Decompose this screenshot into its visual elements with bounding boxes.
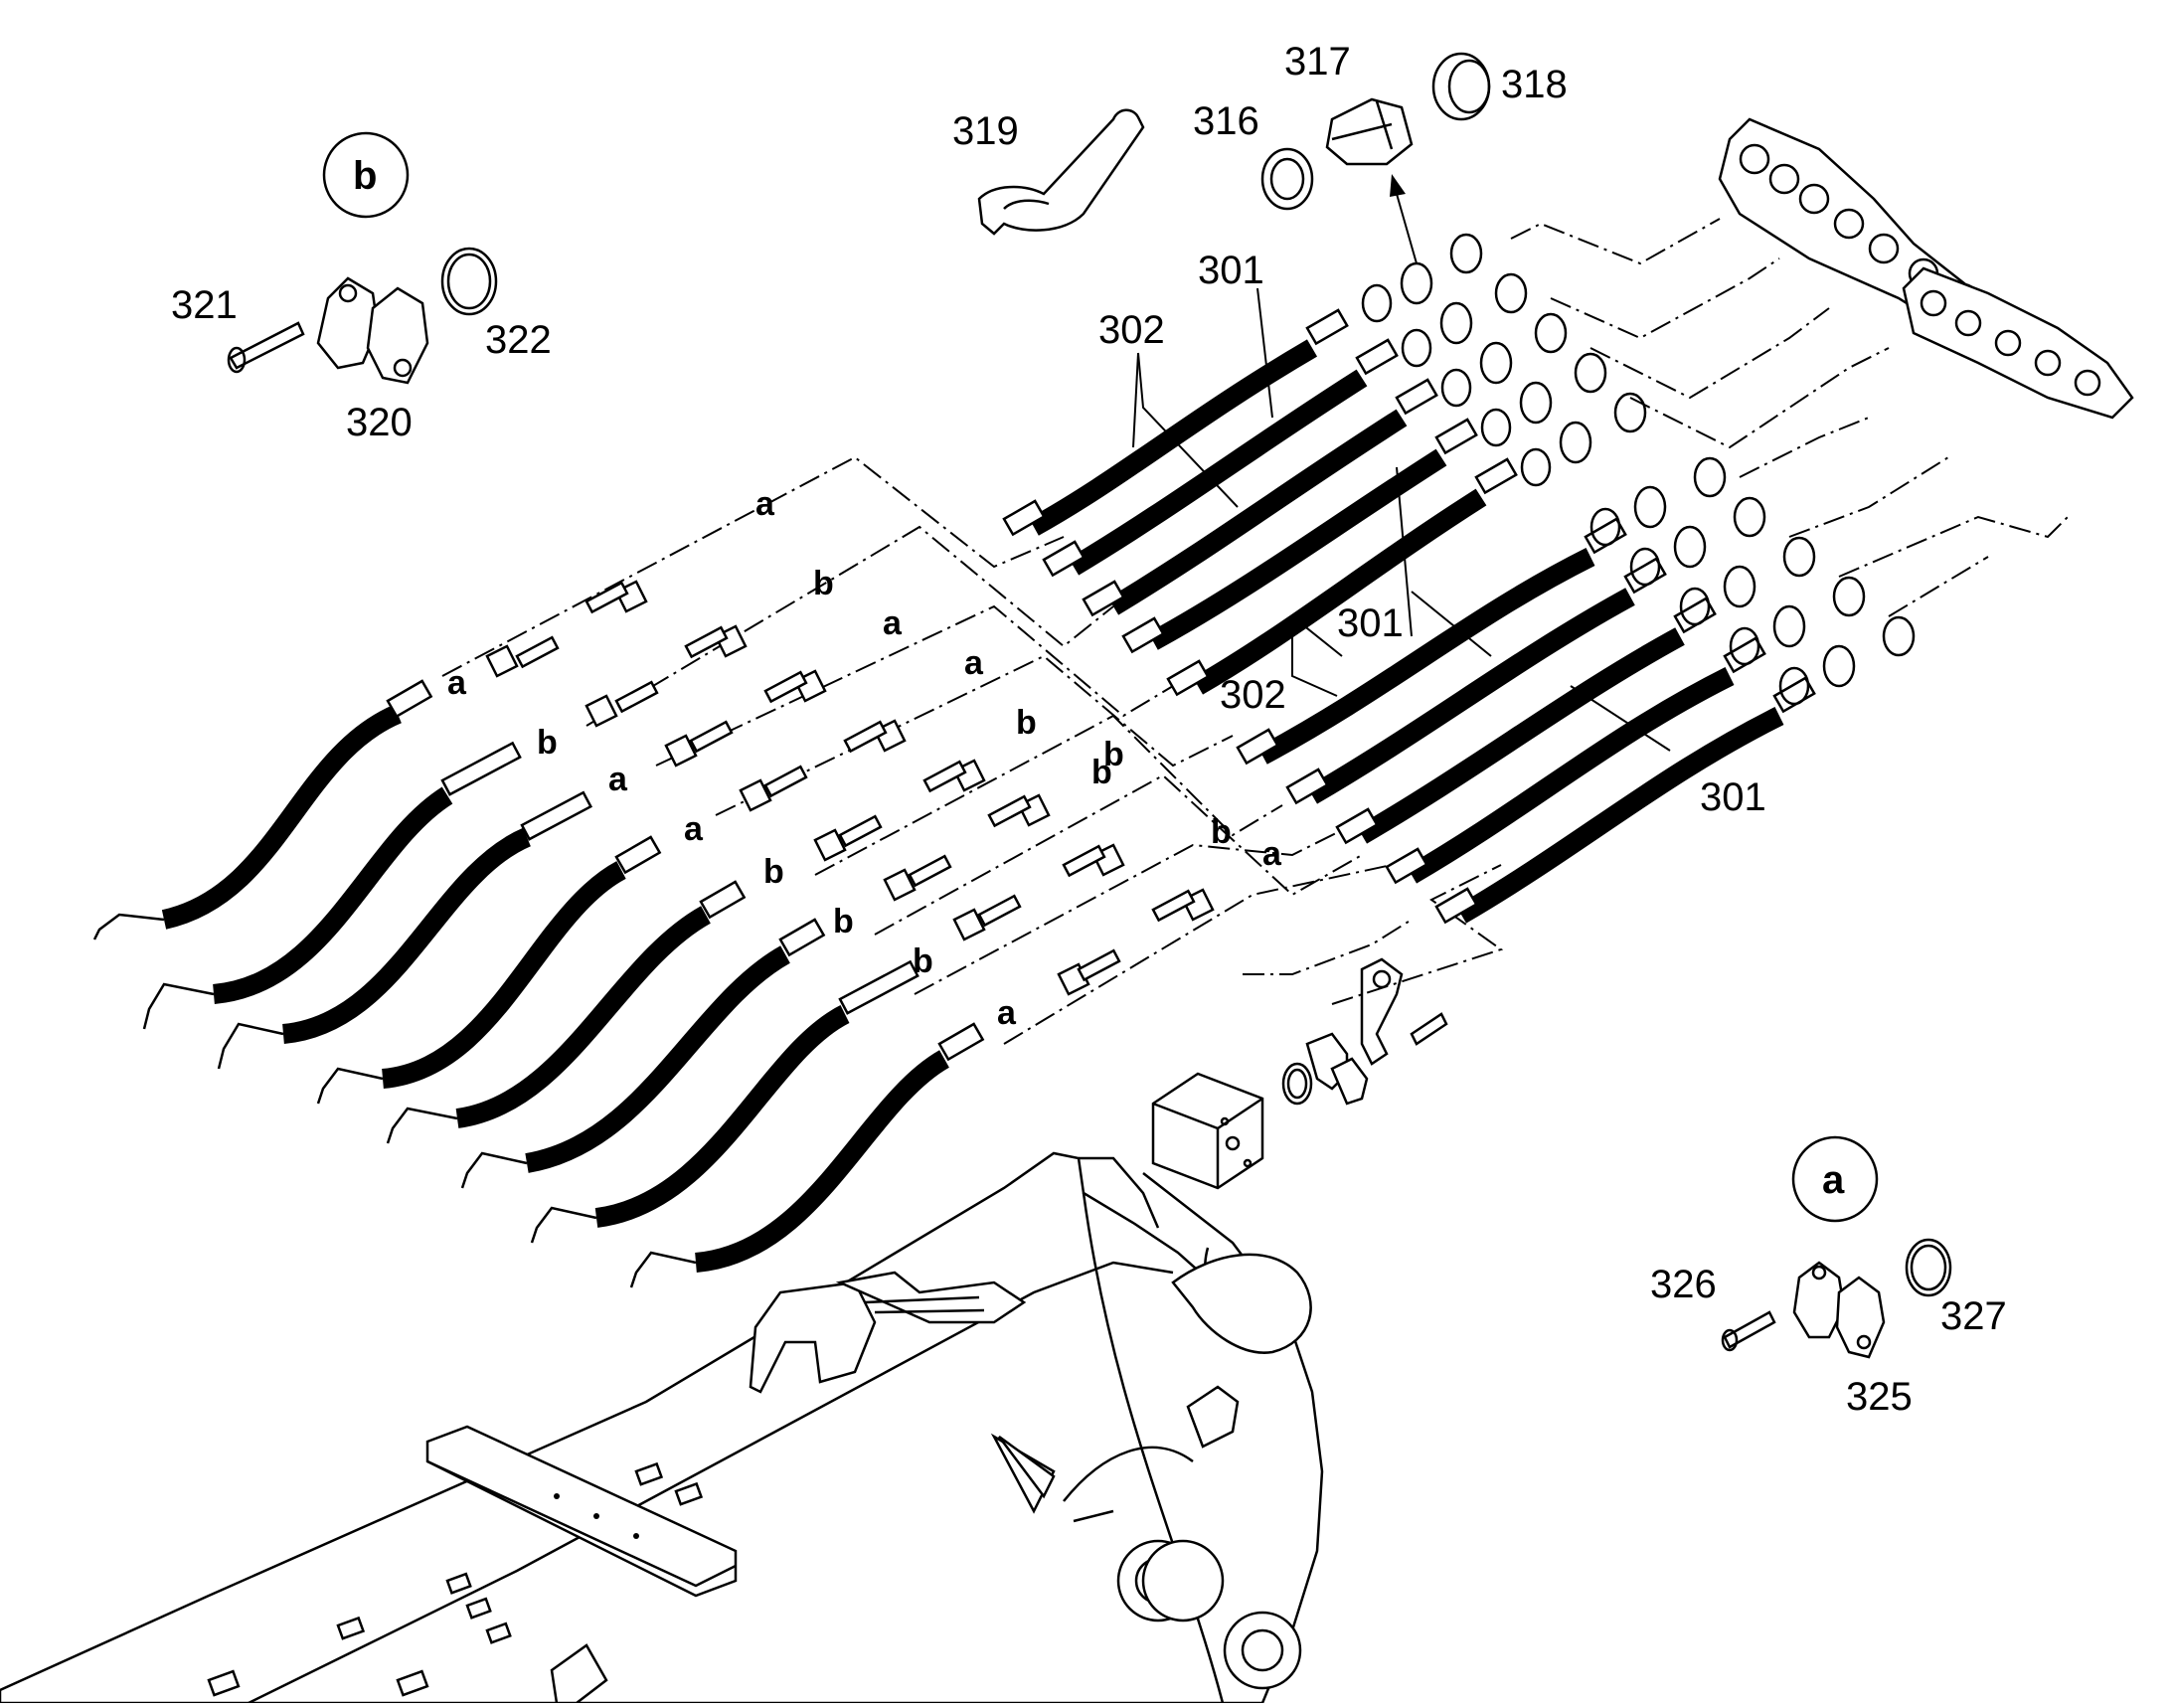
- line-label: b: [1016, 704, 1037, 742]
- callout-320: 320: [346, 401, 413, 444]
- line-label: a: [755, 485, 775, 523]
- long-hose-6: [525, 945, 790, 1173]
- callout-321: 321: [171, 283, 238, 327]
- hose-upper-3: [1107, 409, 1408, 615]
- long-hose-set: [92, 679, 985, 1288]
- callout-301-top: 301: [1198, 249, 1264, 292]
- callout-302-mid: 302: [1220, 673, 1286, 717]
- line-label: b: [763, 853, 784, 891]
- long-hose-1: [161, 704, 403, 930]
- line-label: a: [608, 761, 628, 798]
- manifold-block: [1151, 1072, 1264, 1190]
- long-hose-2: [212, 786, 453, 1004]
- callout-319: 319: [952, 109, 1019, 153]
- callout-326: 326: [1650, 1263, 1717, 1306]
- line-label: b: [1091, 754, 1112, 791]
- line-label: a: [684, 810, 704, 848]
- line-label: b: [1211, 813, 1232, 851]
- line-label: b: [833, 903, 854, 940]
- detail-b-parts: [227, 131, 498, 385]
- detail-markers: b a: [353, 154, 1845, 1202]
- routing-lines: [441, 218, 2069, 1045]
- hose-upper-4: [1148, 448, 1447, 650]
- chassis-frame: [0, 1151, 1324, 1705]
- callout-302-top: 302: [1098, 308, 1165, 352]
- line-label: b: [537, 724, 558, 762]
- callout-301-low: 301: [1700, 775, 1766, 819]
- fitting-stacks: [1361, 174, 1916, 706]
- callout-301-mid: 301: [1337, 601, 1404, 645]
- detail-marker-a: a: [1822, 1158, 1845, 1202]
- leader-lines: [1132, 287, 1671, 752]
- line-label: a: [997, 994, 1017, 1032]
- long-hose-8: [694, 1050, 950, 1273]
- long-hose-7: [594, 1005, 850, 1228]
- detail-a-parts: [1721, 1135, 1952, 1359]
- flange-adapters: [485, 580, 1215, 996]
- lower-right-hose-bundle: [1236, 517, 1816, 925]
- callout-316: 316: [1193, 99, 1259, 143]
- callout-325: 325: [1846, 1375, 1913, 1419]
- callout-322: 322: [485, 318, 552, 362]
- detail-marker-b: b: [353, 154, 377, 198]
- callout-327: 327: [1940, 1294, 2007, 1338]
- long-hose-4: [381, 861, 626, 1089]
- line-label: a: [447, 664, 467, 702]
- callout-318: 318: [1501, 63, 1568, 106]
- line-label: a: [883, 604, 903, 642]
- long-hose-3: [281, 827, 532, 1044]
- routing-line-letters: a b a a b a b a a b b b b a a b b a: [447, 485, 1282, 1032]
- long-hose-5: [455, 906, 711, 1128]
- line-label: b: [913, 942, 933, 980]
- callout-labels: 317 318 316 319 321 322 320 301 302 301 …: [171, 40, 2007, 1419]
- center-flange-set: [1281, 957, 1448, 1106]
- detail-316-319: [977, 52, 1491, 236]
- mounting-plate-front: [1902, 266, 2134, 420]
- hose-right-2: [1306, 588, 1635, 804]
- hose-upper-5: [1192, 488, 1487, 695]
- hose-right-5: [1455, 707, 1784, 924]
- hose-right-3: [1356, 627, 1685, 844]
- line-label: a: [1262, 835, 1282, 873]
- hose-upper-2: [1068, 369, 1368, 576]
- line-label: b: [813, 565, 834, 602]
- hose-right-4: [1406, 667, 1735, 884]
- line-label: b: [1103, 736, 1124, 773]
- callout-317: 317: [1284, 40, 1351, 84]
- hose-right-1: [1257, 548, 1595, 765]
- line-label: a: [964, 644, 984, 682]
